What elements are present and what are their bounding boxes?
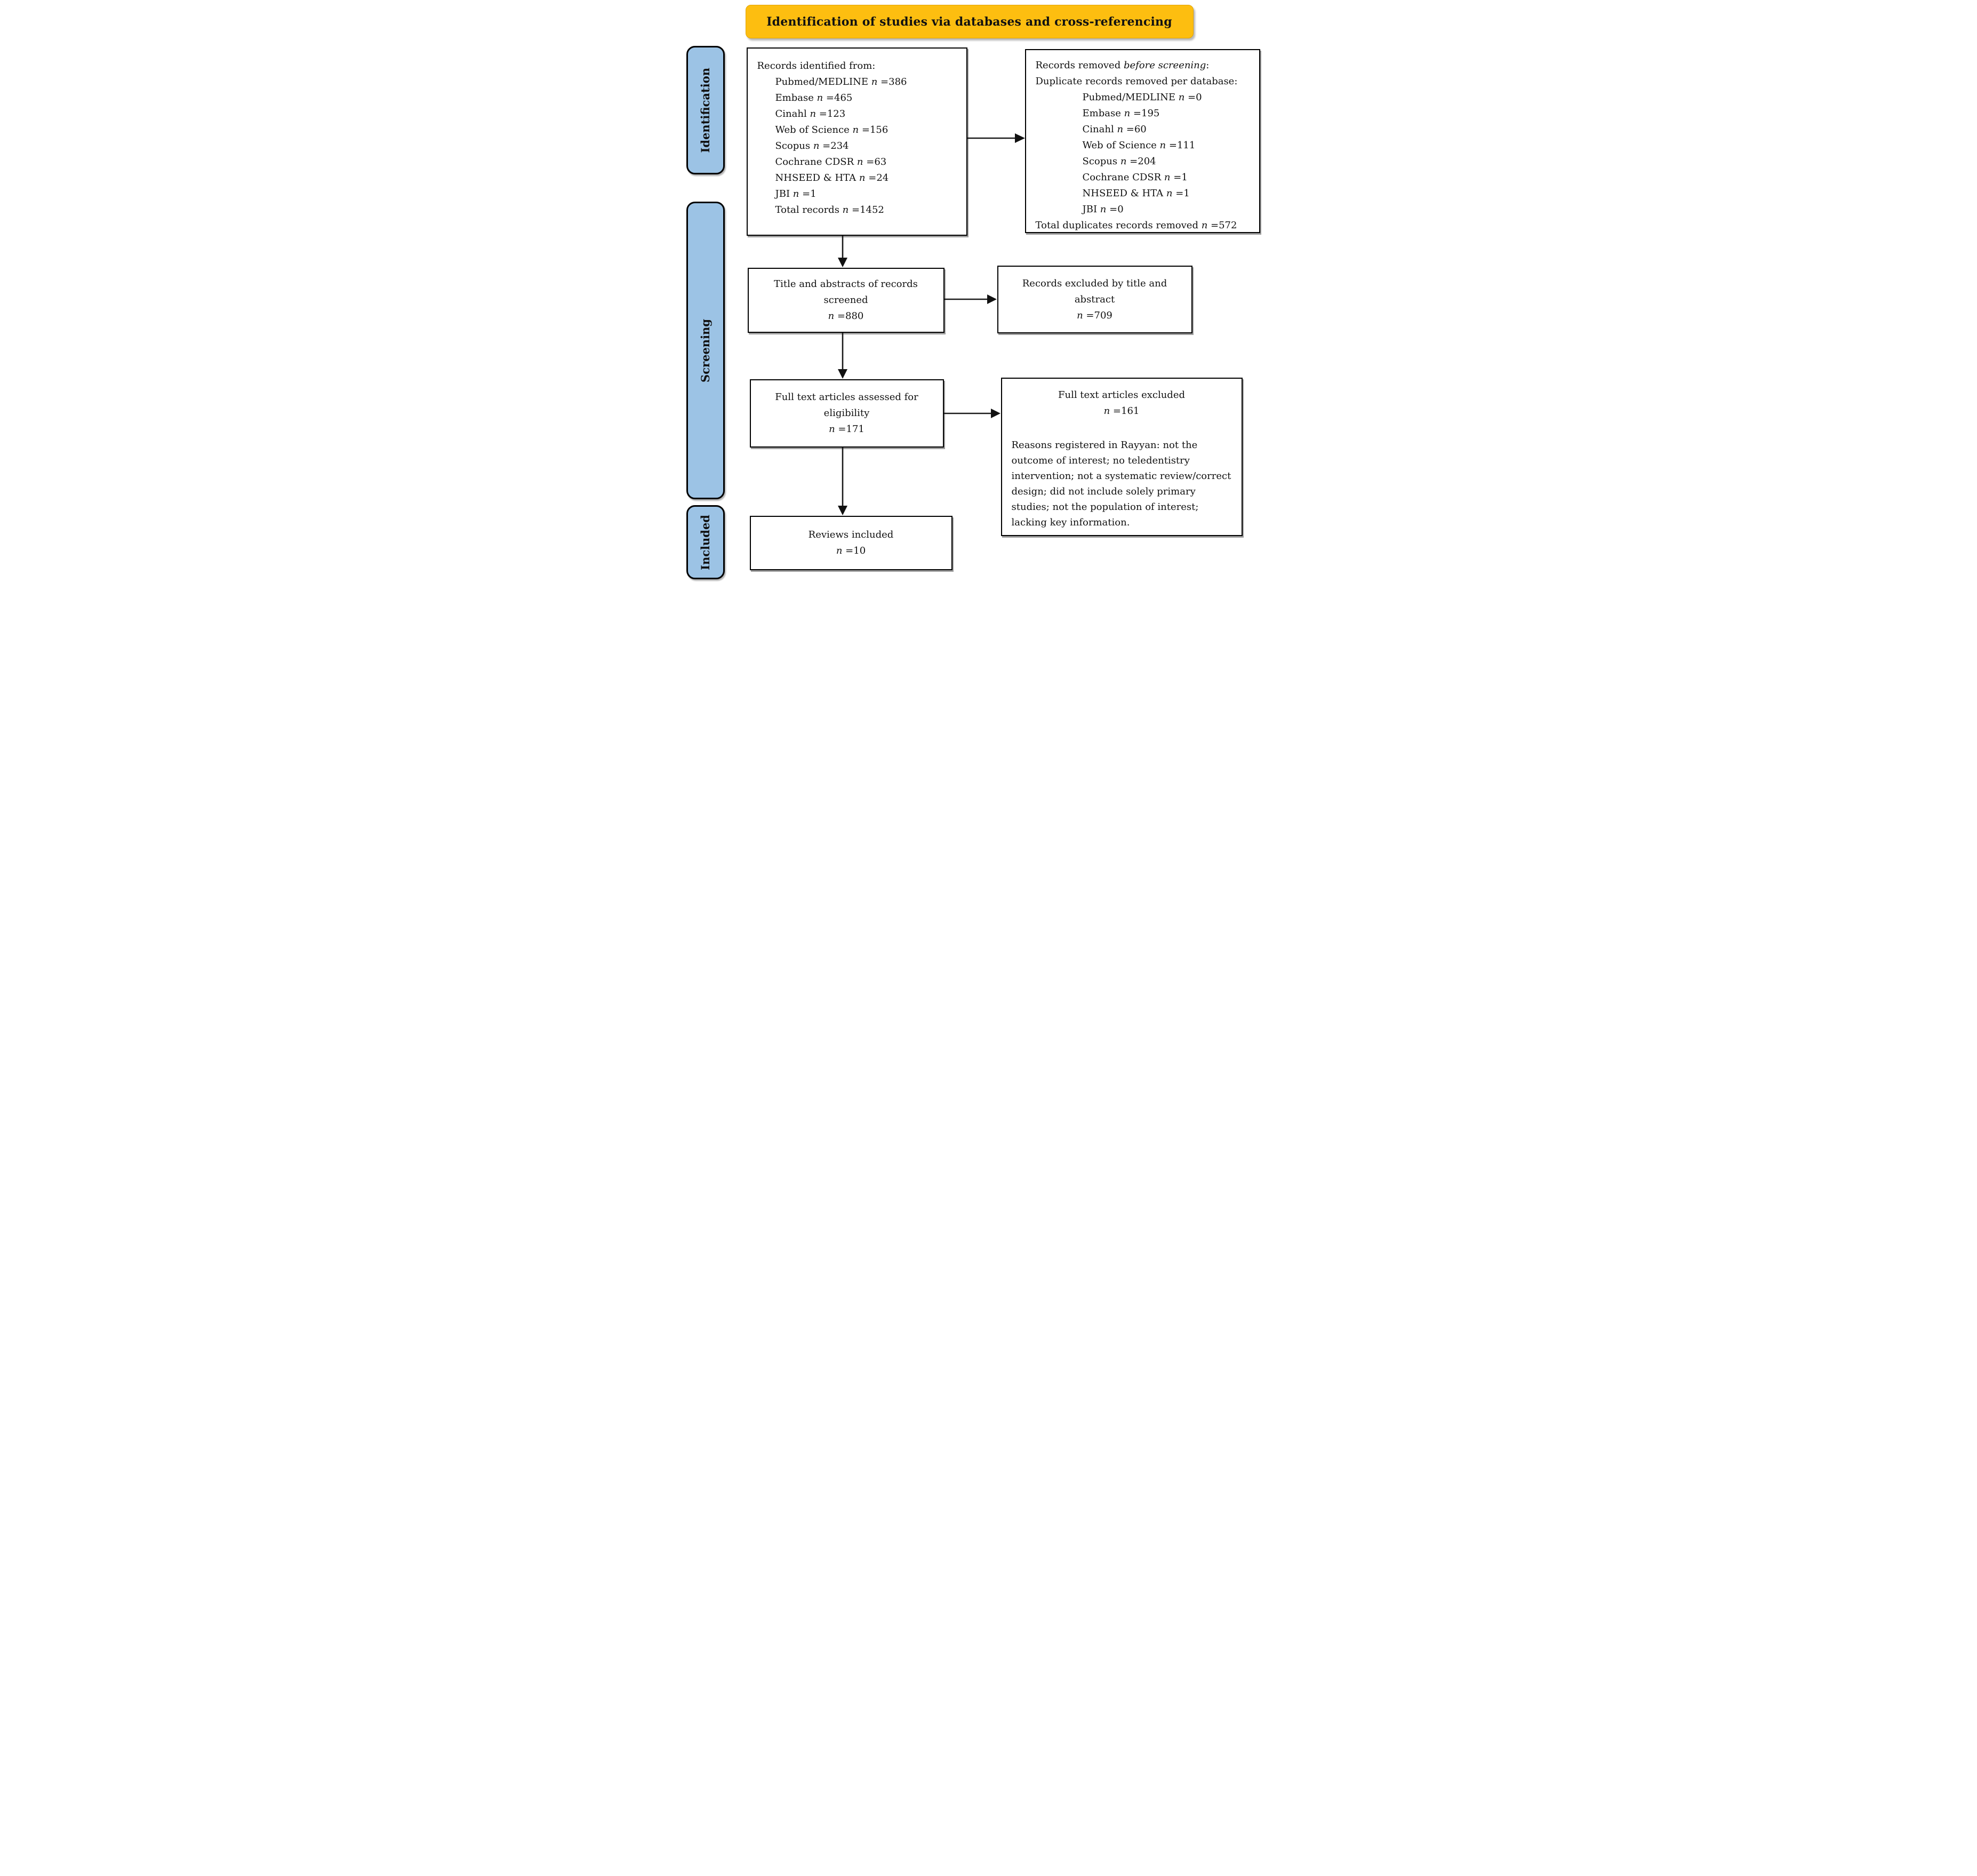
count-line: n =161 [1103, 405, 1140, 417]
box-subheading: Duplicate records removed per database: [1035, 76, 1238, 87]
box-label: Records excluded by title and abstract [1022, 277, 1167, 305]
db-count-line: Embase n =195 [1082, 108, 1160, 119]
stage-included: Included [686, 505, 725, 579]
box-heading: Records removed before screening: [1035, 60, 1210, 71]
box-records-excluded: Records excluded by title and abstract n… [997, 266, 1192, 333]
title-banner: Identification of studies via databases … [745, 5, 1194, 38]
box-reviews-included: Reviews included n =10 [749, 516, 953, 570]
prisma-flow-diagram: Identification of studies via databases … [679, 0, 1298, 586]
arrowhead-right-icon [987, 294, 997, 304]
exclusion-reasons: Reasons registered in Rayyan: not the ou… [1011, 440, 1231, 528]
db-count-line: Pubmed/MEDLINE n =0 [1082, 92, 1202, 103]
db-count-line: Cinahl n =60 [1082, 124, 1147, 135]
db-count-line: JBI n =1 [775, 188, 817, 199]
box-label: Full text articles excluded [1058, 389, 1186, 401]
total-duplicates-line: Total duplicates records removed n =572 [1035, 220, 1237, 231]
db-count-line: Cinahl n =123 [775, 108, 846, 119]
total-records-line: Total records n =1452 [775, 204, 884, 215]
arrowhead-down-icon [837, 506, 847, 515]
box-fulltext-excluded: Full text articles excluded n =161 Reaso… [1000, 378, 1243, 536]
box-label: Full text articles assessed for eligibil… [775, 392, 918, 419]
stage-identification-label: Identification [699, 67, 712, 153]
arrowhead-down-icon [837, 258, 847, 267]
stage-included-label: Included [699, 514, 712, 570]
stage-identification: Identification [686, 46, 725, 174]
db-count-line: Pubmed/MEDLINE n =386 [775, 76, 907, 87]
arrowhead-right-icon [990, 409, 1000, 418]
db-count-line: Cochrane CDSR n =1 [1082, 172, 1188, 183]
db-count-line: Scopus n =234 [775, 140, 849, 151]
stage-screening-label: Screening [699, 318, 712, 382]
db-count-line: Web of Science n =156 [775, 124, 889, 135]
stage-screening: Screening [686, 202, 725, 499]
diagram-title: Identification of studies via databases … [766, 14, 1172, 29]
db-count-line: Scopus n =204 [1082, 156, 1156, 167]
box-title-abstract-screened: Title and abstracts of records screened … [747, 268, 945, 333]
db-count-line: NHSEED & HTA n =1 [1082, 188, 1190, 199]
db-count-line: Cochrane CDSR n =63 [775, 156, 887, 167]
db-count-line: Embase n =465 [775, 92, 853, 103]
count-line: n =709 [1077, 309, 1112, 321]
arrowhead-right-icon [1014, 133, 1025, 143]
box-fulltext-assessed: Full text articles assessed for eligibil… [749, 379, 944, 448]
box-records-removed: Records removed before screening: Duplic… [1024, 49, 1260, 233]
count-line: n =10 [836, 545, 866, 556]
count-line: n =171 [829, 424, 865, 435]
box-label: Reviews included [808, 529, 894, 540]
box-records-identified: Records identified from: Pubmed/MEDLINE … [746, 47, 967, 236]
box-heading: Records identified from: [757, 60, 876, 71]
box-label: Title and abstracts of records screened [774, 278, 918, 306]
db-count-line: JBI n =0 [1082, 204, 1124, 215]
arrowhead-down-icon [837, 369, 847, 379]
db-count-line: NHSEED & HTA n =24 [775, 172, 889, 183]
count-line: n =880 [828, 310, 864, 322]
db-count-line: Web of Science n =111 [1082, 140, 1196, 151]
